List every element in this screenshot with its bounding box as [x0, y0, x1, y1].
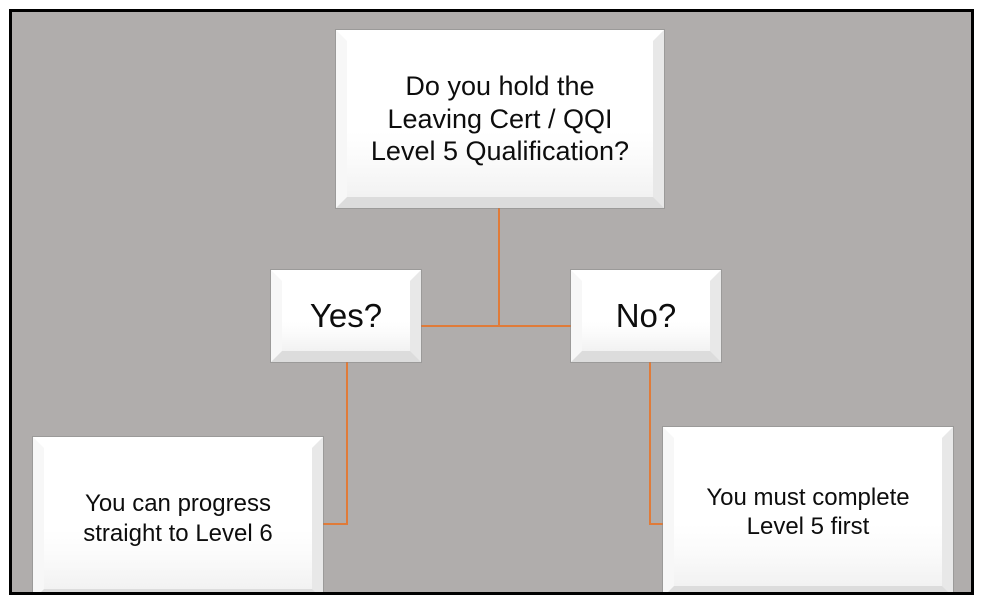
connector-yes-to-outcome	[323, 523, 348, 525]
node-yes: Yes?	[271, 270, 421, 362]
flowchart-canvas: Do you hold the Leaving Cert / QQI Level…	[9, 9, 974, 595]
connector-no-down	[649, 362, 651, 525]
connector-yes-down	[346, 362, 348, 525]
node-question-label: Do you hold the Leaving Cert / QQI Level…	[370, 70, 630, 167]
node-no-label: No?	[615, 296, 677, 334]
connector-question-to-branches	[498, 208, 500, 326]
connector-no-to-outcome	[649, 523, 674, 525]
node-no: No?	[571, 270, 721, 362]
node-outcome-level5: You must complete Level 5 first	[663, 427, 953, 592]
node-yes-label: Yes?	[309, 296, 383, 334]
node-outcome-level5-label: You must complete Level 5 first	[706, 483, 910, 540]
node-outcome-level6: You can progress straight to Level 6	[33, 437, 323, 592]
connector-branch-crossbar	[421, 325, 572, 327]
node-outcome-level6-label: You can progress straight to Level 6	[83, 490, 273, 547]
node-question: Do you hold the Leaving Cert / QQI Level…	[336, 30, 664, 208]
